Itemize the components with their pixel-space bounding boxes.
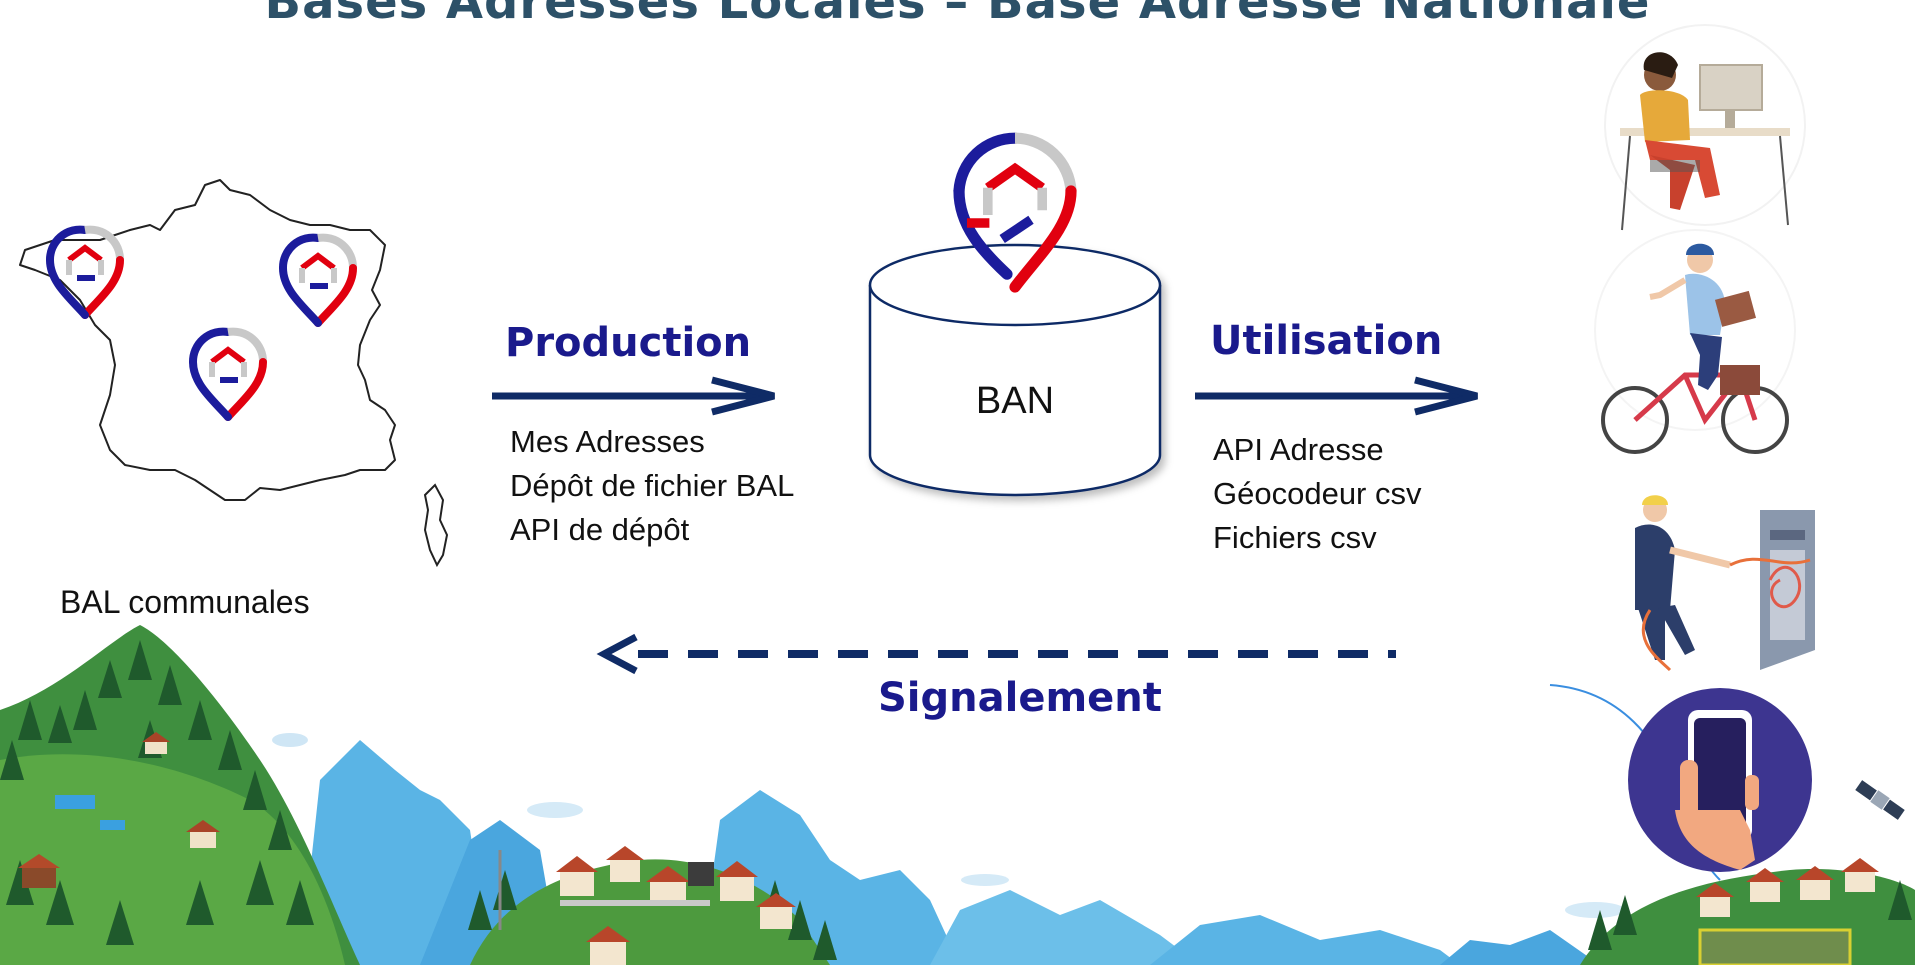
address-pin-logo-icon (953, 132, 1077, 293)
utilisation-item: Fichiers csv (1213, 520, 1377, 555)
production-item: API de dépôt (510, 512, 690, 547)
production-list: Mes Adresses Dépôt de fichier BAL API de… (510, 420, 794, 552)
technician-illustration (1635, 495, 1815, 672)
cyclist-illustration (1594, 229, 1796, 454)
utilisation-list: API Adresse Géocodeur csv Fichiers csv (1213, 428, 1422, 560)
address-pin-logo-icon (278, 233, 358, 327)
bal-caption: BAL communales (60, 584, 310, 620)
production-item: Mes Adresses (510, 424, 705, 459)
database-label: BAN (975, 380, 1055, 422)
utilisation-arrow (1195, 376, 1478, 416)
signalement-arrow (596, 633, 1396, 675)
satellite-icon (1855, 780, 1905, 820)
production-arrow (492, 376, 775, 416)
smartphone-illustration (1549, 684, 1812, 881)
address-pin-logo-icon (188, 327, 268, 421)
utilisation-item: Géocodeur csv (1213, 476, 1422, 511)
utilisation-item: API Adresse (1213, 432, 1384, 467)
page-title: Bases Adresses Locales – Base Adresse Na… (264, 0, 1651, 30)
address-pin-logo-icon (45, 225, 125, 319)
signalement-heading: Signalement (878, 675, 1162, 721)
utilisation-heading: Utilisation (1210, 318, 1443, 364)
production-item: Dépôt de fichier BAL (510, 468, 795, 503)
office-worker-illustration (1604, 24, 1806, 231)
production-heading: Production (505, 320, 752, 366)
